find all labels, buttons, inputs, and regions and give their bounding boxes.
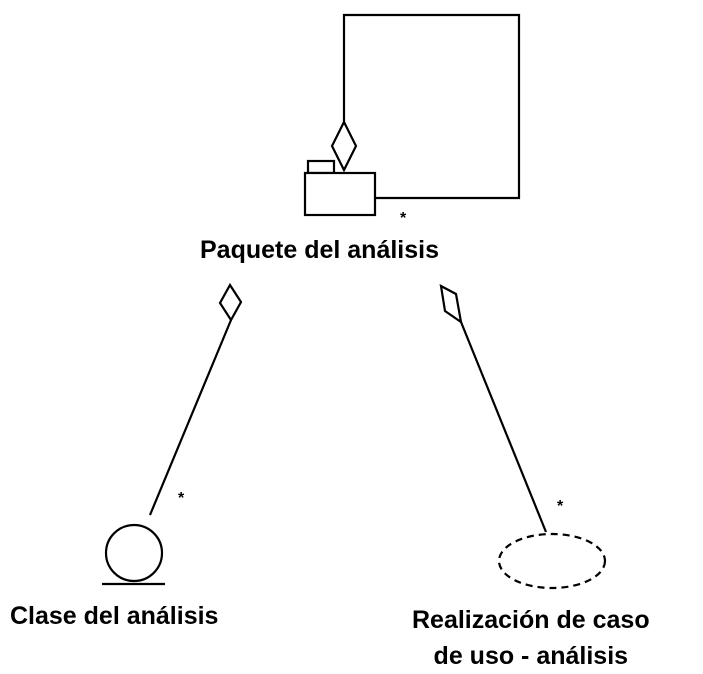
package-self-aggregation-diamond [330, 119, 358, 173]
class-aggregation-diamond [218, 282, 243, 323]
realization-label-line-1: Realización de caso [412, 606, 650, 634]
realization-label: Realización de caso de uso - análisis [412, 602, 650, 674]
realization-label-line-2: de uso - análisis [433, 642, 629, 670]
analysis-class-icon [102, 523, 165, 586]
realization-aggregation-diamond [439, 283, 463, 325]
realization-multiplicity: * [557, 498, 564, 515]
package-label: Paquete del análisis [200, 236, 439, 264]
package-self-multiplicity: * [400, 210, 407, 227]
analysis-class-label: Clase del análisis [10, 602, 219, 630]
package-self-aggregation-line [342, 13, 521, 200]
class-multiplicity: * [178, 490, 185, 507]
realization-aggregation-line [459, 321, 548, 533]
use-case-realization-icon [497, 532, 607, 590]
package-icon [303, 159, 377, 217]
class-aggregation-line [148, 319, 233, 516]
